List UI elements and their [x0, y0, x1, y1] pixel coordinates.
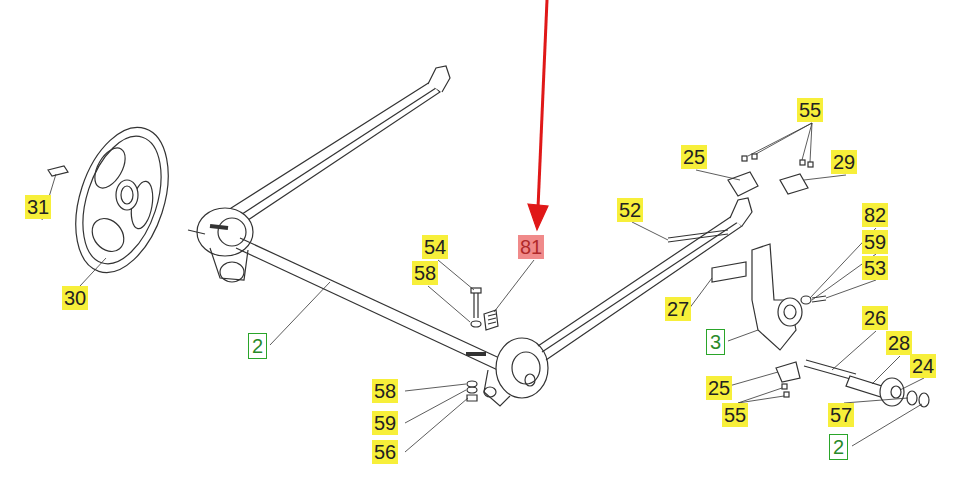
callout-number: 81 [518, 235, 544, 259]
callout-number: 26 [862, 306, 888, 330]
callout-number: 27 [665, 297, 691, 321]
callout-number: 58 [372, 379, 398, 403]
callout-number: 2 [248, 333, 267, 359]
callout-number: 31 [25, 195, 51, 219]
callout-number: 58 [412, 261, 438, 285]
small-hardware [467, 288, 498, 401]
callout-number: 55 [797, 98, 823, 122]
callout-number: 52 [617, 198, 643, 222]
callout-number: 25 [681, 145, 707, 169]
callout-number: 55 [722, 403, 748, 427]
callout-number: 54 [422, 235, 448, 259]
callout-number: 3 [706, 329, 725, 355]
left-hub [197, 208, 253, 282]
callout-number: 53 [862, 256, 888, 280]
callout-number: 2 [829, 434, 848, 460]
callout-number: 56 [372, 440, 398, 464]
callout-number: 28 [886, 331, 912, 355]
left-arm [228, 66, 450, 222]
callout-number: 59 [372, 411, 398, 435]
pointer-arrow [528, 0, 548, 230]
callout-number: 57 [828, 403, 854, 427]
axle-shaft [188, 230, 508, 372]
key [48, 166, 68, 176]
callout-number: 25 [706, 376, 732, 400]
callout-number: 59 [862, 230, 888, 254]
right-hub [466, 338, 548, 406]
callout-number: 29 [831, 150, 857, 174]
right-arm [538, 198, 752, 360]
callout-number: 82 [862, 203, 888, 227]
pulley-wheel [59, 116, 185, 285]
callout-number: 30 [62, 286, 88, 310]
callout-number: 24 [910, 354, 936, 378]
bracket-hardware [668, 154, 813, 397]
bracket [752, 244, 826, 350]
leader-lines [42, 123, 924, 452]
